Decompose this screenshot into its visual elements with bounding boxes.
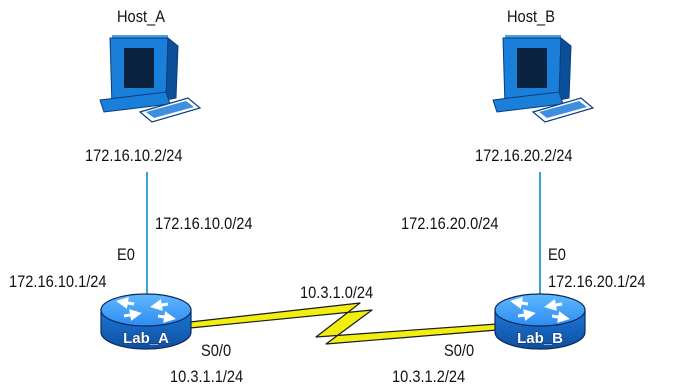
wan-network: 10.3.1.0/24	[300, 283, 374, 302]
host-b-name: Host_B	[507, 7, 555, 26]
router-a-icon: Lab_A	[100, 293, 192, 350]
lan-a-network: 172.16.10.0/24	[155, 214, 253, 233]
host-a-name: Host_A	[117, 7, 165, 26]
router-a-serial-interface: S0/0	[201, 341, 232, 360]
router-b-serial-ip: 10.3.1.2/24	[392, 367, 466, 386]
serial-link	[189, 302, 498, 345]
router-b-eth-ip: 172.16.20.1/24	[548, 272, 646, 291]
router-a-eth-ip: 172.16.10.1/24	[9, 272, 107, 291]
router-a-name: Lab_A	[123, 330, 169, 347]
host-b-ip: 172.16.20.2/24	[475, 146, 573, 165]
router-b-icon: Lab_B	[494, 293, 586, 350]
lan-b-network: 172.16.20.0/24	[401, 214, 499, 233]
router-b-serial-interface: S0/0	[444, 341, 475, 360]
router-b-name: Lab_B	[517, 330, 563, 347]
router-a-serial-ip: 10.3.1.1/24	[170, 367, 244, 386]
host-b-computer-icon	[492, 35, 595, 123]
router-b-eth-interface: E0	[548, 245, 566, 264]
host-a-computer-icon	[99, 35, 202, 123]
host-a-ip: 172.16.10.2/24	[85, 146, 183, 165]
router-a-eth-interface: E0	[117, 245, 135, 264]
